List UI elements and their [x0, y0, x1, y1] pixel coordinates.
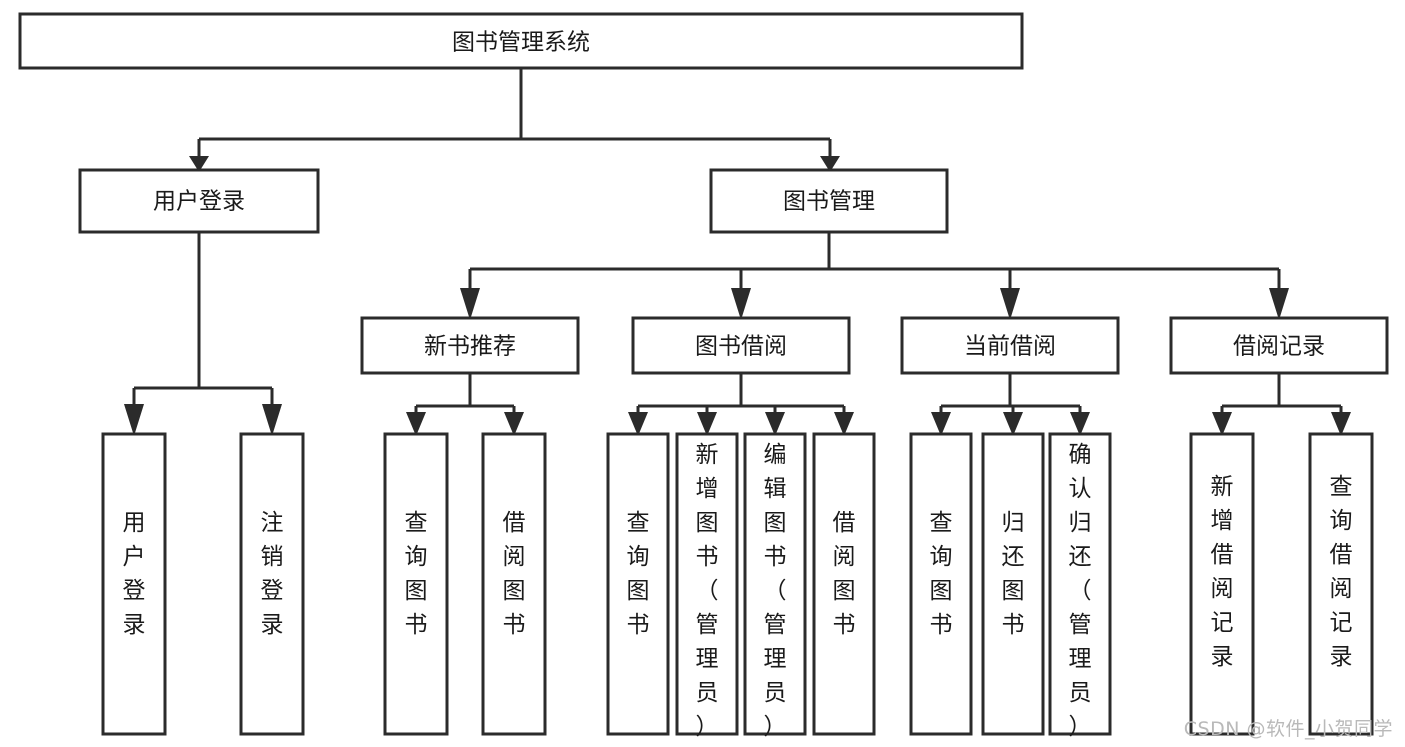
- connector-bookmgmt-bus: [468, 232, 1281, 290]
- arrow-head-record-to-query-record: [1331, 412, 1351, 436]
- connector-newbook-bus: [414, 373, 516, 414]
- node-current-borrow-label: 当前借阅: [964, 334, 1056, 360]
- arrow-head-to-new-book-rec: [460, 288, 480, 320]
- leaf-newbook-borrow-book-box[interactable]: [481, 432, 547, 736]
- leaf-borrow-borrow-book-box[interactable]: [812, 432, 876, 736]
- node-user-login[interactable]: 用户登录: [78, 168, 320, 234]
- leaf-borrow-query-book-box[interactable]: [606, 432, 670, 736]
- leaf-add-borrow-record-box[interactable]: [1189, 432, 1255, 736]
- leaf-newbook-query-book-box[interactable]: [383, 432, 449, 736]
- leaf-borrow-borrow-book-label: 借阅图书: [833, 510, 856, 638]
- leaf-add-borrow-record[interactable]: 新增借阅记录: [1189, 432, 1255, 736]
- arrow-head-record-to-add-record: [1212, 412, 1232, 436]
- arrow-head-to-borrow-record: [1269, 288, 1289, 320]
- arrow-head-borrow-to-edit-book: [765, 412, 785, 436]
- arrow-head-current-to-confirm-return: [1070, 412, 1090, 436]
- leaf-newbook-query-book[interactable]: 查询图书: [383, 432, 449, 736]
- leaf-confirm-return-admin-box[interactable]: [1048, 432, 1112, 736]
- leaf-borrow-query-book-label: 查询图书: [627, 510, 650, 638]
- leaf-logout[interactable]: 注销登录: [239, 432, 305, 736]
- leaf-add-book-admin-box[interactable]: [675, 432, 739, 736]
- node-book-borrow-box[interactable]: [631, 316, 851, 375]
- leaf-newbook-query-book-label: 查询图书: [405, 510, 428, 638]
- node-user-login-label: 用户登录: [153, 189, 245, 215]
- node-book-management-box[interactable]: [709, 168, 949, 234]
- node-book-management-label: 图书管理: [783, 189, 875, 215]
- node-borrow-record-label: 借阅记录: [1233, 334, 1325, 360]
- node-new-book-recommend-label: 新书推荐: [424, 334, 516, 360]
- arrow-head-newbook-to-borrow-book: [504, 412, 524, 436]
- leaf-newbook-borrow-book[interactable]: 借阅图书: [481, 432, 547, 736]
- leaf-logout-label: 注销登录: [261, 510, 284, 638]
- leaf-query-borrow-record[interactable]: 查询借阅记录: [1308, 432, 1374, 736]
- leaf-edit-book-admin[interactable]: 编辑图书（管理员）: [743, 432, 807, 740]
- leaf-current-query-book-label: 查询图书: [930, 510, 953, 638]
- arrow-head-root-to-book-mgmt: [820, 156, 840, 172]
- leaf-user-login-label: 用户登录: [123, 510, 146, 638]
- arrow-head-to-leaf-logout: [262, 404, 282, 436]
- connector-userlogin-bus: [132, 232, 274, 406]
- arrow-head-newbook-to-query-book: [406, 412, 426, 436]
- node-new-book-recommend-box[interactable]: [360, 316, 580, 375]
- leaf-confirm-return-admin-label: 确认归还（管理员）: [1069, 442, 1092, 740]
- leaf-newbook-borrow-book-label: 借阅图书: [503, 510, 526, 638]
- arrow-head-current-to-query-book: [931, 412, 951, 436]
- arrow-head-to-current-borrow: [1000, 288, 1020, 320]
- arrow-head-to-book-borrow: [731, 288, 751, 320]
- leaf-borrow-query-book[interactable]: 查询图书: [606, 432, 670, 736]
- connector-bookborrow-bus: [636, 373, 846, 414]
- arrow-head-to-leaf-user-login: [124, 404, 144, 436]
- arrow-head-borrow-to-query-book: [628, 412, 648, 436]
- leaf-logout-box[interactable]: [239, 432, 305, 736]
- leaf-return-book-label: 归还图书: [1002, 510, 1025, 638]
- leaf-borrow-borrow-book[interactable]: 借阅图书: [812, 432, 876, 736]
- arrow-head-borrow-to-borrow-book: [834, 412, 854, 436]
- node-root-label: 图书管理系统: [452, 30, 590, 56]
- leaf-add-borrow-record-label: 新增借阅记录: [1211, 474, 1234, 670]
- arrow-head-root-to-user-login: [189, 156, 209, 172]
- leaf-return-book-box[interactable]: [981, 432, 1045, 736]
- node-current-borrow-box[interactable]: [900, 316, 1120, 375]
- node-new-book-recommend[interactable]: 新书推荐: [360, 316, 580, 375]
- leaf-query-borrow-record-box[interactable]: [1308, 432, 1374, 736]
- node-user-login-box[interactable]: [78, 168, 320, 234]
- leaf-edit-book-admin-box[interactable]: [743, 432, 807, 736]
- node-root-box[interactable]: [18, 12, 1024, 70]
- leaf-current-query-book[interactable]: 查询图书: [909, 432, 973, 736]
- leaf-add-book-admin[interactable]: 新增图书（管理员）: [675, 432, 739, 740]
- leaf-layer: 用户登录 注销登录 查询图书 借阅图书 查询图书 新增图书（管理员）: [101, 432, 1374, 740]
- node-book-borrow-label: 图书借阅: [695, 334, 787, 360]
- leaf-user-login-box[interactable]: [101, 432, 167, 736]
- node-borrow-record[interactable]: 借阅记录: [1169, 316, 1389, 375]
- node-book-management[interactable]: 图书管理: [709, 168, 949, 234]
- connector-layer: [124, 68, 1351, 436]
- arrow-head-borrow-to-add-book: [697, 412, 717, 436]
- node-current-borrow[interactable]: 当前借阅: [900, 316, 1120, 375]
- leaf-current-query-book-box[interactable]: [909, 432, 973, 736]
- leaf-user-login[interactable]: 用户登录: [101, 432, 167, 736]
- node-borrow-record-box[interactable]: [1169, 316, 1389, 375]
- node-root[interactable]: 图书管理系统: [18, 12, 1024, 70]
- leaf-edit-book-admin-label: 编辑图书（管理员）: [764, 442, 787, 740]
- connector-root-bus: [197, 68, 832, 158]
- arrow-head-current-to-return-book: [1003, 412, 1023, 436]
- leaf-return-book[interactable]: 归还图书: [981, 432, 1045, 736]
- node-book-borrow[interactable]: 图书借阅: [631, 316, 851, 375]
- connector-currentborrow-bus: [939, 373, 1082, 414]
- leaf-query-borrow-record-label: 查询借阅记录: [1330, 474, 1353, 670]
- leaf-add-book-admin-label: 新增图书（管理员）: [696, 442, 719, 740]
- leaf-confirm-return-admin[interactable]: 确认归还（管理员）: [1048, 432, 1112, 740]
- connector-borrowrecord-bus: [1220, 373, 1343, 414]
